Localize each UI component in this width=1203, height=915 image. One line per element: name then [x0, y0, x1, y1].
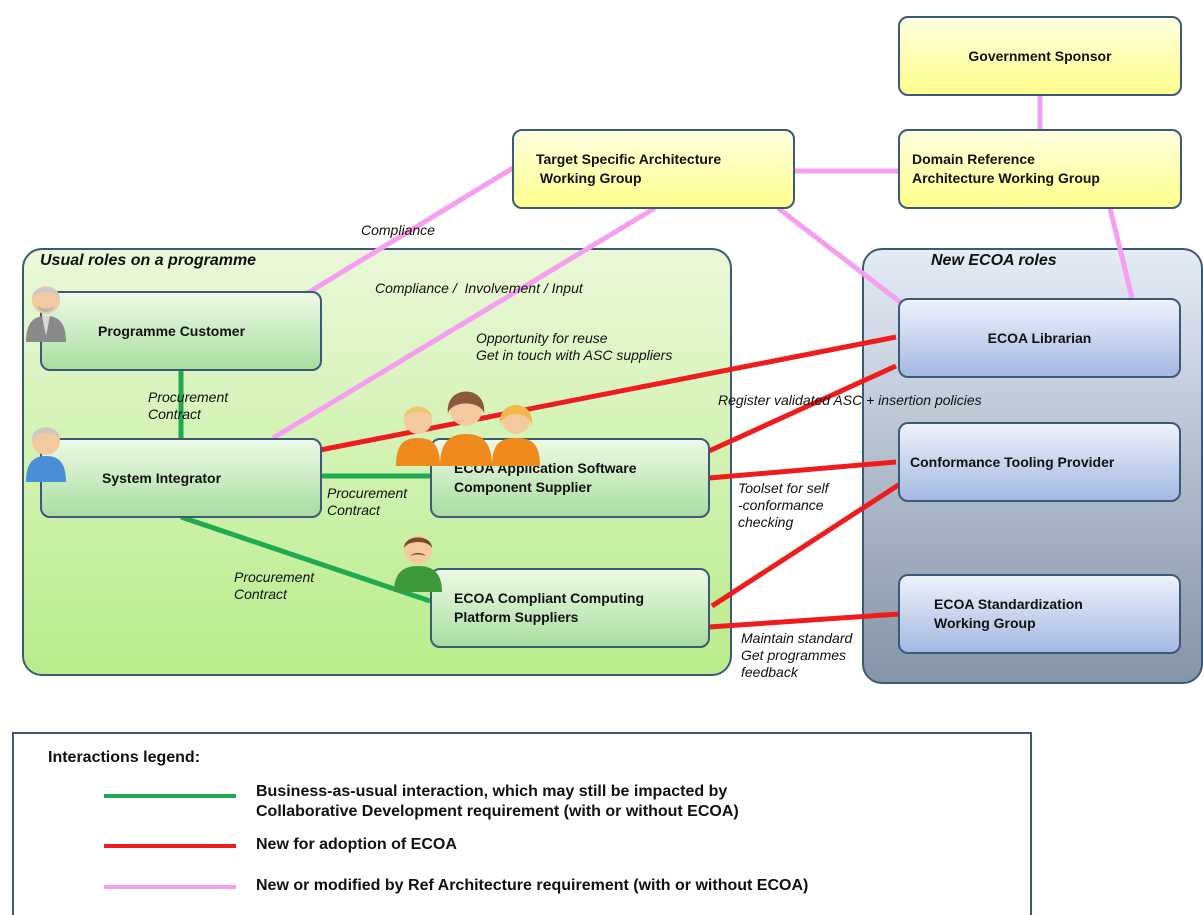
target-specific-wg-box: Target Specific Architecture Working Gro… — [512, 129, 795, 209]
standardization-wg-box: ECOA Standardization Working Group — [898, 574, 1181, 654]
ecoa-librarian-box: ECOA Librarian — [898, 298, 1181, 378]
standardization-wg-label: ECOA Standardization Working Group — [934, 596, 1083, 631]
person-icon — [26, 427, 66, 482]
link-asc-librarian — [707, 363, 898, 454]
system-integrator-label: System Integrator — [102, 470, 222, 486]
maintain-label: Maintain standard Get programmes feedbac… — [741, 630, 853, 680]
legend-item-pink: New or modified by Ref Architecture requ… — [256, 877, 809, 894]
platform-suppliers-label: ECOA Compliant Computing Platform Suppli… — [454, 590, 645, 625]
interactions-legend — [12, 732, 1032, 915]
legend-pink-line — [104, 885, 236, 889]
ecoa-librarian-label: ECOA Librarian — [987, 330, 1092, 346]
manager-person-icon — [26, 286, 66, 342]
toolset-label: Toolset for self -conformance checking — [738, 480, 829, 530]
government-sponsor-box: Government Sponsor — [898, 16, 1182, 96]
link-integrator-platform — [180, 514, 431, 604]
procurement-label-asc: Procurement Contract — [327, 485, 408, 518]
legend-green-line — [104, 794, 236, 798]
legend-red-line — [104, 844, 236, 848]
compliance-label: Compliance — [361, 222, 435, 238]
procurement-label-platform: Procurement Contract — [234, 569, 315, 602]
link-platform-standardization — [708, 611, 901, 630]
legend-title: Interactions legend: — [48, 749, 201, 766]
government-sponsor-label: Government Sponsor — [968, 48, 1112, 64]
link-target-customer — [304, 165, 515, 297]
legend-item-green: Business-as-usual interaction, which may… — [256, 783, 739, 820]
system-integrator-box: System Integrator — [40, 438, 322, 518]
platform-suppliers-box: ECOA Compliant Computing Platform Suppli… — [430, 568, 710, 648]
link-target-integrator — [271, 205, 657, 441]
asc-team-person-icon — [396, 391, 540, 466]
programme-customer-box: Programme Customer — [40, 291, 322, 371]
usual-roles-title: Usual roles on a programme — [40, 252, 257, 269]
new-roles-title: New ECOA roles — [931, 252, 1057, 269]
target-specific-wg-label: Target Specific Architecture Working Gro… — [536, 151, 722, 186]
link-domain-librarian — [1107, 207, 1135, 299]
legend-item-red: New for adoption of ECOA — [256, 836, 457, 853]
procurement-label-customer: Procurement Contract — [148, 389, 229, 422]
link-target-librarian — [776, 206, 902, 304]
conformance-tooling-box: Conformance Tooling Provider — [898, 422, 1181, 502]
link-asc-conformance — [708, 459, 897, 481]
programme-customer-label: Programme Customer — [98, 323, 246, 339]
domain-reference-wg-label: Domain Reference Architecture Working Gr… — [912, 151, 1100, 186]
register-label: Register validated ASC + insertion polic… — [718, 392, 982, 408]
domain-reference-wg-box: Domain Reference Architecture Working Gr… — [898, 129, 1182, 209]
platform-person-icon — [394, 536, 442, 592]
conformance-tooling-label: Conformance Tooling Provider — [910, 454, 1115, 470]
compliance-involvement-label: Compliance / Involvement / Input — [375, 280, 583, 296]
link-platform-conformance — [710, 481, 902, 609]
opportunity-label: Opportunity for reuse Get in touch with … — [476, 330, 673, 363]
